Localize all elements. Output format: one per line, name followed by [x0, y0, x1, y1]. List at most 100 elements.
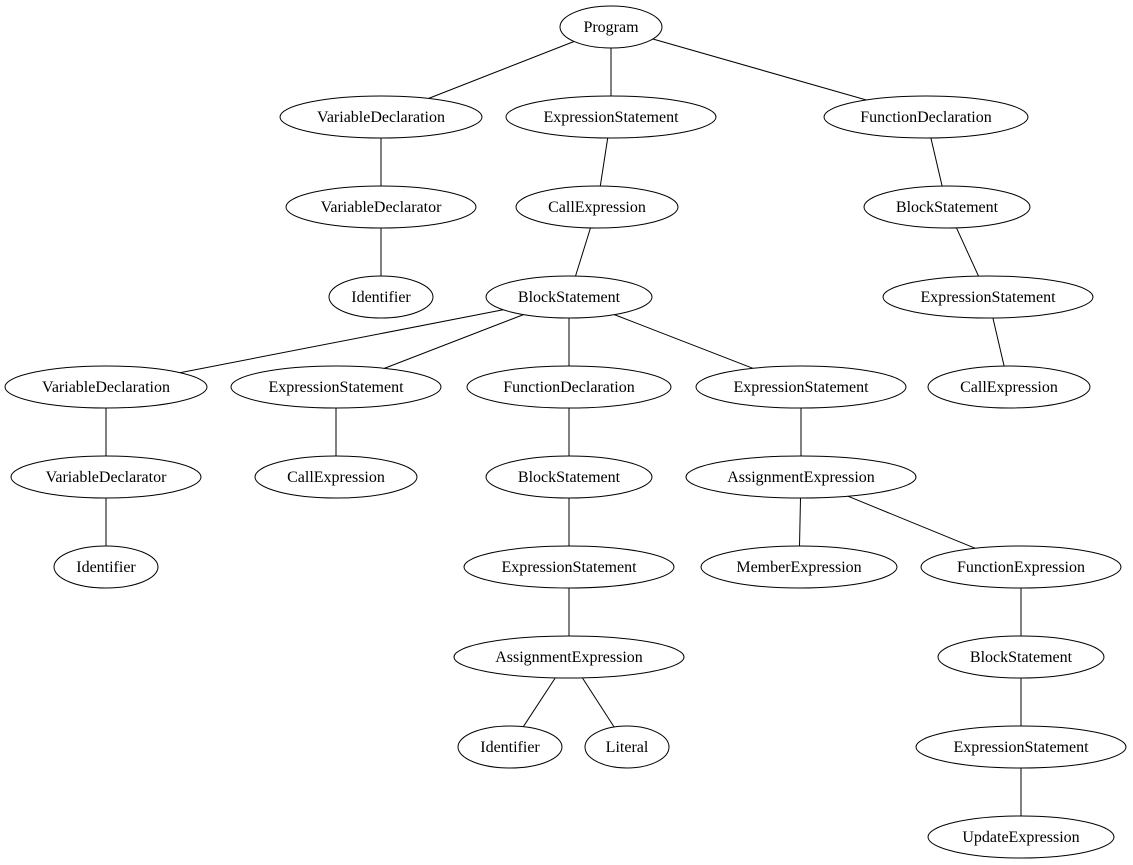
node-label: Identifier	[76, 559, 136, 576]
tree-node: VariableDeclaration	[4, 365, 208, 409]
edge-n5-n8	[575, 227, 591, 277]
node-label: AssignmentExpression	[727, 469, 875, 486]
tree-node: UpdateExpression	[927, 815, 1115, 859]
node-label: FunctionDeclaration	[503, 379, 635, 396]
node-label: Identifier	[480, 739, 540, 756]
node-ellipse	[584, 725, 670, 769]
edge-n18-n21	[799, 497, 801, 547]
node-label: ExpressionStatement	[920, 289, 1056, 306]
node-label: Identifier	[351, 289, 411, 306]
node-ellipse	[463, 545, 675, 589]
node-ellipse	[53, 545, 159, 589]
tree-node: Identifier	[457, 725, 563, 769]
node-label: ExpressionStatement	[501, 559, 637, 576]
node-ellipse	[700, 545, 898, 589]
tree-node: CallExpression	[515, 185, 679, 229]
node-ellipse	[485, 455, 653, 499]
tree-node: FunctionExpression	[920, 545, 1122, 589]
node-ellipse	[695, 365, 907, 409]
node-label: BlockStatement	[896, 199, 999, 216]
tree-node: MemberExpression	[700, 545, 898, 589]
node-ellipse	[230, 365, 442, 409]
tree-node: ExpressionStatement	[230, 365, 442, 409]
node-label: ExpressionStatement	[733, 379, 869, 396]
node-ellipse	[285, 185, 477, 229]
tree-node: AssignmentExpression	[453, 635, 685, 679]
tree-node: ExpressionStatement	[463, 545, 675, 589]
node-ellipse	[453, 635, 685, 679]
node-ellipse	[927, 815, 1115, 859]
tree-node: ExpressionStatement	[915, 725, 1127, 769]
node-ellipse	[685, 455, 917, 499]
node-label: FunctionDeclaration	[860, 109, 992, 126]
tree-node: FunctionDeclaration	[823, 95, 1029, 139]
tree-node: BlockStatement	[937, 635, 1105, 679]
tree-node: Literal	[584, 725, 670, 769]
node-label: ExpressionStatement	[543, 109, 679, 126]
edge-n8-n11	[384, 314, 524, 369]
node-ellipse	[915, 725, 1127, 769]
node-ellipse	[279, 95, 483, 139]
node-label: MemberExpression	[736, 559, 861, 576]
tree-node: CallExpression	[254, 455, 418, 499]
node-ellipse	[4, 365, 208, 409]
tree-node: VariableDeclarator	[285, 185, 477, 229]
node-ellipse	[505, 95, 717, 139]
edge-layer	[105, 38, 1022, 816]
tree-node: ExpressionStatement	[505, 95, 717, 139]
node-ellipse	[466, 365, 672, 409]
node-ellipse	[927, 365, 1091, 409]
node-label: VariableDeclaration	[42, 379, 170, 396]
edge-n23-n26	[581, 677, 615, 728]
node-label: BlockStatement	[970, 649, 1073, 666]
tree-node: ExpressionStatement	[695, 365, 907, 409]
node-label: BlockStatement	[518, 469, 621, 486]
node-label: CallExpression	[548, 199, 646, 216]
tree-node: BlockStatement	[485, 275, 653, 319]
node-ellipse	[457, 725, 563, 769]
edge-n2-n5	[599, 137, 609, 187]
edge-n8-n10	[179, 309, 504, 374]
tree-node: VariableDeclaration	[279, 95, 483, 139]
node-ellipse	[328, 275, 434, 319]
node-ellipse	[254, 455, 418, 499]
node-ellipse	[920, 545, 1122, 589]
node-label: CallExpression	[287, 469, 385, 486]
tree-node: Identifier	[328, 275, 434, 319]
node-label: VariableDeclarator	[46, 469, 167, 486]
node-ellipse	[10, 455, 202, 499]
node-label: VariableDeclaration	[317, 109, 445, 126]
node-label: BlockStatement	[518, 289, 621, 306]
node-ellipse	[863, 185, 1031, 229]
edge-n8-n13	[614, 314, 754, 369]
node-ellipse	[515, 185, 679, 229]
tree-node: FunctionDeclaration	[466, 365, 672, 409]
edge-n0-n3	[652, 38, 867, 101]
node-label: ExpressionStatement	[953, 739, 1089, 756]
node-ellipse	[882, 275, 1094, 319]
tree-node: CallExpression	[927, 365, 1091, 409]
tree-node: VariableDeclarator	[10, 455, 202, 499]
edge-n0-n1	[428, 41, 575, 99]
node-label: VariableDeclarator	[321, 199, 442, 216]
tree-node: BlockStatement	[485, 455, 653, 499]
edge-n9-n14	[992, 317, 1005, 367]
tree-node: Program	[559, 5, 663, 49]
tree-node: ExpressionStatement	[882, 275, 1094, 319]
node-ellipse	[823, 95, 1029, 139]
node-label: Program	[583, 19, 639, 36]
node-ellipse	[485, 275, 653, 319]
node-ellipse	[937, 635, 1105, 679]
node-label: UpdateExpression	[962, 829, 1079, 846]
node-label: CallExpression	[960, 379, 1058, 396]
node-label: ExpressionStatement	[268, 379, 404, 396]
edge-n18-n22	[847, 495, 976, 549]
node-label: FunctionExpression	[957, 559, 1085, 576]
edge-n3-n6	[930, 137, 943, 187]
edge-n23-n25	[522, 677, 556, 727]
edge-n6-n9	[956, 227, 979, 277]
node-ellipse	[559, 5, 663, 49]
node-label: AssignmentExpression	[495, 649, 643, 666]
